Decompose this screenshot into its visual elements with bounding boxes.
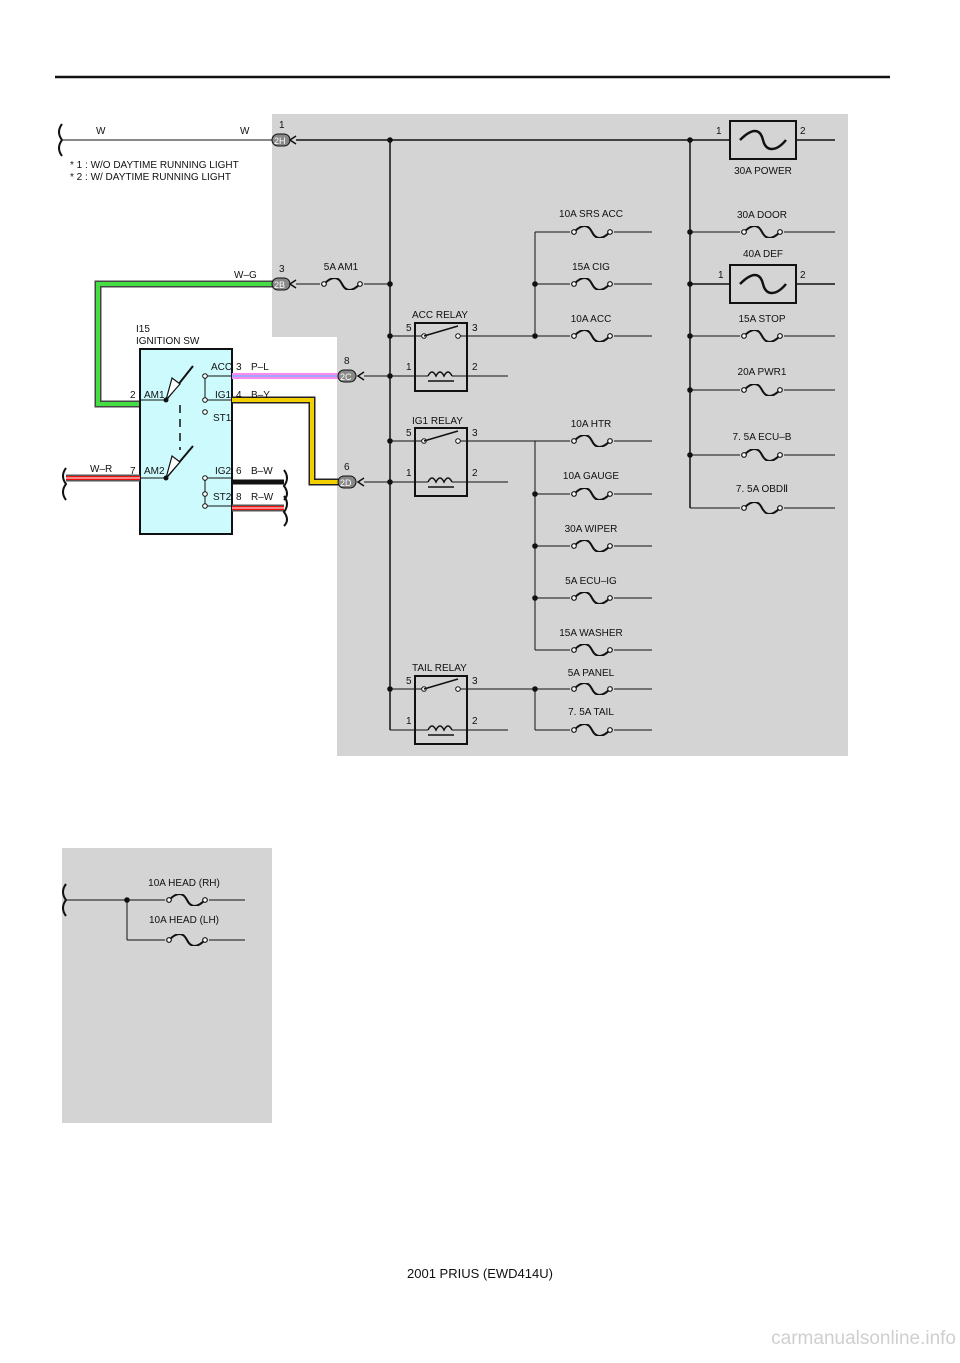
- fusible-link-30a-power-pin2: 2: [800, 126, 806, 137]
- fuse-cig-label: 15A CIG: [572, 262, 610, 273]
- wire-color-rw: R–W: [251, 492, 274, 503]
- fuse-30a-door-label: 30A DOOR: [737, 210, 787, 221]
- fuse-htr-label: 10A HTR: [571, 419, 612, 430]
- ig1-relay-pin3: 3: [472, 428, 478, 439]
- ignition-switch: [139, 348, 233, 535]
- watermark: carmanualsonline.info: [771, 1328, 956, 1349]
- fuse-tail-label: 7. 5A TAIL: [568, 707, 614, 718]
- tail-relay: [414, 675, 468, 745]
- connector-2h-label: 2H: [274, 136, 286, 146]
- fusible-link-30a-power: [729, 120, 797, 160]
- fuse-20a-pwr1-label: 20A PWR1: [738, 367, 787, 378]
- connector-2b-label: 2B: [274, 280, 285, 290]
- connector-2c-pin: 8: [344, 356, 350, 367]
- switch-st1-label: ST1: [213, 413, 232, 424]
- connector-2d-label: 2D: [340, 478, 352, 488]
- fuse-10a-acc-label: 10A ACC: [571, 314, 612, 325]
- fuse-ecu-ig-label: 5A ECU–IG: [565, 576, 617, 587]
- acc-relay-pin3: 3: [472, 323, 478, 334]
- switch-st2-pin: 8: [236, 492, 242, 503]
- fuse-5a-am1-label: 5A AM1: [324, 262, 359, 273]
- page-footer: 2001 PRIUS (EWD414U): [407, 1266, 553, 1281]
- wire-color-w-right: W: [240, 126, 250, 137]
- fusible-link-40a-def-pin2: 2: [800, 270, 806, 281]
- connector-2d: [337, 475, 357, 489]
- fuse-15a-stop-label: 15A STOP: [738, 314, 785, 325]
- wire-color-pl: P–L: [251, 362, 269, 373]
- acc-relay-pin5: 5: [406, 323, 412, 334]
- ignition-switch-name: IGNITION SW: [136, 336, 200, 347]
- wire-color-by: B–Y: [251, 390, 270, 401]
- connector-2c-label: 2C: [340, 372, 352, 382]
- ig1-relay: [414, 427, 468, 497]
- switch-acc-label: ACC: [211, 362, 232, 373]
- headlamp-panel: [62, 848, 272, 1123]
- tail-relay-pin5: 5: [406, 676, 412, 687]
- fuse-head-rh-label: 10A HEAD (RH): [148, 878, 220, 889]
- acc-relay: [414, 322, 468, 392]
- fuse-obd-label: 7. 5A OBDⅡ: [736, 484, 788, 495]
- switch-st2-label: ST2: [213, 492, 232, 503]
- fuse-srs-acc-label: 10A SRS ACC: [559, 209, 623, 220]
- ignition-switch-id: I15: [136, 324, 150, 335]
- fuse-head-lh-label: 10A HEAD (LH): [149, 915, 219, 926]
- switch-am2-label: AM2: [144, 466, 165, 477]
- fuse-gauge-label: 10A GAUGE: [563, 471, 619, 482]
- fusible-link-30a-power-pin1: 1: [716, 126, 722, 137]
- fuse-panel-label: 5A PANEL: [568, 668, 615, 679]
- switch-am1-pin: 2: [130, 390, 136, 401]
- tail-relay-label: TAIL RELAY: [412, 663, 467, 674]
- ig1-relay-pin2: 2: [472, 468, 478, 479]
- fuse-washer-label: 15A WASHER: [559, 628, 623, 639]
- connector-2h-pin: 1: [279, 120, 285, 131]
- tail-relay-pin2: 2: [472, 716, 478, 727]
- tail-relay-pin3: 3: [472, 676, 478, 687]
- switch-am2-pin: 7: [130, 466, 136, 477]
- fuse-wiper-label: 30A WIPER: [565, 524, 618, 535]
- fusible-link-40a-def-label: 40A DEF: [743, 249, 783, 260]
- note-1: * 1 : W/O DAYTIME RUNNING LIGHT: [70, 160, 239, 171]
- switch-acc-pin: 3: [236, 362, 242, 373]
- acc-relay-pin1: 1: [406, 362, 412, 373]
- fusible-link-40a-def-pin1: 1: [718, 270, 724, 281]
- switch-ig2-pin: 6: [236, 466, 242, 477]
- connector-2d-pin: 6: [344, 462, 350, 473]
- switch-ig1-pin: 4: [236, 390, 242, 401]
- relay-block-panel: [272, 114, 848, 756]
- fuse-ecu-b-label: 7. 5A ECU–B: [733, 432, 792, 443]
- connector-2b-pin: 3: [279, 264, 285, 275]
- wire-color-bw: B–W: [251, 466, 273, 477]
- note-2: * 2 : W/ DAYTIME RUNNING LIGHT: [70, 172, 231, 183]
- fusible-link-30a-power-label: 30A POWER: [734, 166, 792, 177]
- acc-relay-pin2: 2: [472, 362, 478, 373]
- wire-color-w-left: W: [96, 126, 106, 137]
- switch-ig1-label: IG1: [215, 390, 232, 401]
- wire-color-wg: W–G: [234, 270, 257, 281]
- ig1-relay-label: IG1 RELAY: [412, 416, 463, 427]
- wire-color-wr: W–R: [90, 464, 112, 475]
- ig1-relay-pin1: 1: [406, 468, 412, 479]
- tail-relay-pin1: 1: [406, 716, 412, 727]
- connector-2c: [337, 369, 357, 383]
- switch-am1-label: AM1: [144, 390, 165, 401]
- ig1-relay-pin5: 5: [406, 428, 412, 439]
- switch-ig2-label: IG2: [215, 466, 232, 477]
- acc-relay-label: ACC RELAY: [412, 310, 468, 321]
